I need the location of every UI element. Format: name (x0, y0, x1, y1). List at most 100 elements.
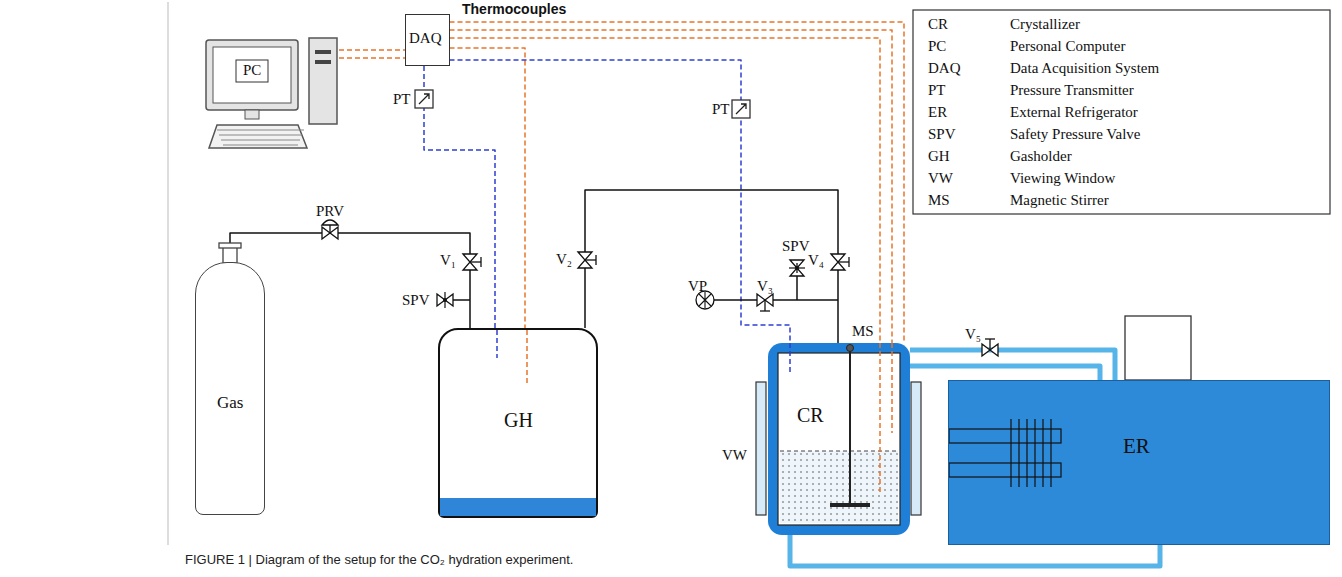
relief-dot (795, 266, 799, 270)
relief-dot (443, 298, 447, 302)
figure-frame (168, 2, 169, 545)
valve-stem (470, 261, 481, 262)
thermocouple-wire (450, 22, 905, 343)
crystallizer-vessel: CR (768, 343, 910, 535)
part-label: PT (393, 91, 411, 108)
stirrer-shaft (849, 347, 851, 505)
valve-handle (848, 257, 849, 267)
pump-mark (699, 292, 711, 308)
pressure-tap (496, 330, 498, 358)
part-label: V₄ (808, 252, 824, 269)
pressure-transmitter (415, 90, 433, 108)
figure-caption: FIGURE 1 | Diagram of the setup for the … (185, 553, 573, 567)
valve-symbol (463, 254, 481, 270)
node-label: PC (243, 62, 263, 79)
thermocouple-probe (891, 343, 893, 433)
node-label: DAQ (409, 30, 443, 47)
refrigerator-box: ER (948, 380, 1330, 545)
valve-symbol (757, 294, 773, 311)
node-drawing (196, 263, 266, 516)
valve-symbol (982, 339, 998, 356)
pressure-transmitter (732, 100, 750, 118)
valve-symbol (789, 260, 805, 276)
valve-stem (585, 259, 596, 260)
relief-branch (453, 299, 470, 301)
legend-text: Pressure Transmitter (1010, 82, 1134, 99)
coil-fin (1034, 419, 1035, 487)
legend-text: Safety Pressure Valve (1010, 126, 1141, 143)
vacuum-line (714, 299, 838, 301)
regulator-dome (322, 220, 338, 225)
part-label: Thermocouples (462, 2, 566, 17)
node-label: Gas (217, 393, 245, 413)
water-seal (440, 498, 596, 516)
stirrer-blade (830, 503, 870, 507)
legend-text: Data Acquisition System (1010, 60, 1159, 77)
inner-vessel (778, 353, 900, 525)
gas-cylinder: Gas (195, 262, 265, 515)
coolant-hose (910, 350, 1115, 380)
computer: PC (205, 36, 339, 150)
legend-text: ER (928, 104, 947, 121)
coil-fin (1026, 419, 1027, 487)
part-label: PT (712, 101, 730, 118)
coil-fin (1050, 419, 1051, 487)
node-label: CR (797, 404, 825, 427)
stirrer-head (847, 345, 854, 352)
legend-text: Magnetic Stirrer (1010, 192, 1109, 209)
legend-text: PT (928, 82, 946, 99)
node-label: GH (504, 409, 534, 432)
monitor-screen (213, 47, 291, 103)
part-label: V₁ (440, 252, 456, 269)
thermocouple-probe (879, 343, 881, 493)
legend-text: GH (928, 148, 950, 165)
legend-text: VW (928, 170, 953, 187)
thermocouple-probe (526, 330, 528, 386)
gasholder-vessel: GH (438, 328, 598, 518)
viewing-window (756, 382, 766, 515)
legend-box (913, 10, 1330, 214)
daq-box: DAQ (405, 14, 450, 66)
pressure-tap (789, 343, 791, 373)
coil-fin (1042, 419, 1043, 487)
regulator-stem (329, 225, 330, 233)
thermocouple-wire (450, 38, 881, 343)
coolant-hose (910, 366, 1100, 380)
drive-slot (315, 50, 331, 54)
valve-body (790, 260, 804, 276)
keyboard-row (221, 140, 300, 141)
legend-text: Crystallizer (1010, 16, 1080, 33)
legend-text: MS (928, 192, 950, 209)
valve-stem (764, 300, 765, 311)
valve-symbol (578, 252, 596, 268)
cylinder-valve (219, 243, 241, 248)
legend-text: Viewing Window (1010, 170, 1115, 187)
cylinder-neck (223, 247, 237, 263)
thermocouple-wire (339, 57, 405, 59)
keyboard (209, 125, 307, 148)
part-label: VW (722, 447, 747, 464)
pump-head (1125, 316, 1191, 380)
valve-handle (595, 255, 596, 265)
gas-pipe (585, 190, 838, 343)
gauge-arrow (419, 94, 429, 104)
legend-text: Personal Computer (1010, 38, 1125, 55)
part-label: SPV (402, 292, 430, 309)
coil-bar (949, 429, 1061, 443)
part-label: MS (852, 323, 874, 340)
keyboard-row (219, 135, 302, 136)
valve-handle (985, 338, 995, 339)
legend-text: SPV (928, 126, 956, 143)
part-label: VP (688, 278, 707, 295)
valve-stem (838, 261, 849, 262)
node-drawing (768, 343, 910, 535)
part-label: V₃ (757, 278, 773, 295)
coil-fin (1010, 419, 1011, 487)
node-drawing (205, 36, 339, 150)
gas-pipe (230, 233, 470, 328)
viewing-window (911, 382, 921, 515)
thermocouple-wire (450, 48, 526, 328)
coil-bar (949, 463, 1061, 477)
node-label: ER (1123, 434, 1151, 458)
